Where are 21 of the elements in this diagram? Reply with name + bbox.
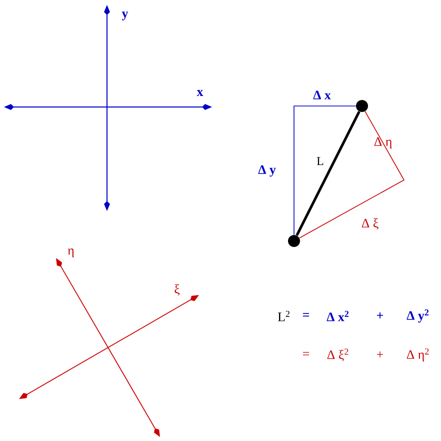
math-label: Δ x$^{2}$ — [326, 310, 349, 322]
math-label: Δ ξ$^{2}$ — [327, 348, 348, 362]
math-label: + — [377, 312, 384, 318]
point-dot — [288, 235, 300, 247]
math-label: = — [302, 312, 309, 316]
math-label: Δ y$^{2}$ — [406, 309, 429, 323]
math-label: ξ — [174, 284, 180, 296]
math-label: Δ η$^{2}$ — [406, 348, 429, 362]
math-label: Δ x — [313, 90, 331, 100]
math-label: x — [196, 90, 204, 96]
math-label: y — [122, 12, 128, 20]
math-label: Δ y — [258, 165, 276, 177]
math-label: Δ η — [374, 137, 392, 149]
point-dot — [356, 100, 368, 112]
math-label: = — [303, 352, 310, 356]
math-label: + — [377, 351, 384, 358]
triangle-legs — [299, 110, 405, 238]
math-label: Δ ξ — [362, 218, 378, 230]
edge-label: L — [316, 156, 325, 166]
math-label: L$^{2}$ — [278, 310, 290, 322]
math-label: η — [68, 248, 74, 258]
